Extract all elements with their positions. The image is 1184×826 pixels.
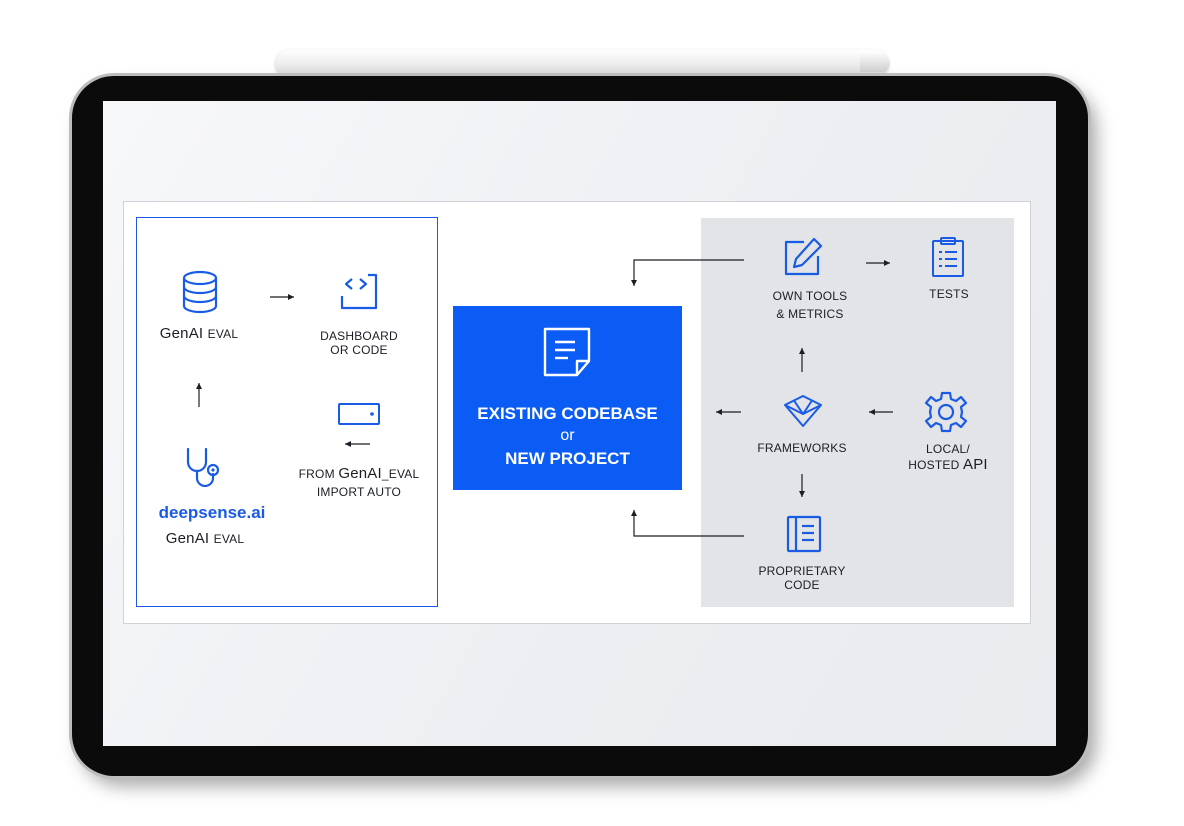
genai-eval-small-bottom: EVAL	[213, 532, 245, 546]
dashboard-line2: OR CODE	[330, 343, 388, 357]
genai-eval-small: EVAL	[207, 327, 239, 341]
import-main: GenAI	[338, 465, 382, 482]
codebase-line1: EXISTING CODEBASE	[477, 404, 658, 423]
frameworks-label: FRAMEWORKS	[757, 441, 847, 455]
genai-eval-label-top: GenAI EVAL	[159, 325, 239, 342]
stylus-tip	[860, 54, 890, 72]
import-auto-label: FROM GenAI_EVAL IMPORT AUTO	[298, 465, 420, 499]
genai-eval-label-bottom: GenAI EVAL	[165, 530, 245, 547]
book-icon	[786, 515, 822, 553]
dashboard-line1: DASHBOARD	[320, 329, 398, 343]
code-brackets-icon	[340, 273, 378, 310]
database-icon	[182, 270, 218, 314]
dashboard-label: DASHBOARD OR CODE	[320, 329, 398, 357]
genai-eval-main: GenAI	[159, 325, 204, 342]
local-api-prefix: HOSTED	[908, 458, 960, 472]
genai-eval-main-bottom: GenAI	[165, 530, 210, 547]
proprietary-label: PROPRIETARY CODE	[758, 564, 845, 592]
import-suffix: _EVAL	[381, 467, 420, 481]
tests-label: TESTS	[929, 287, 969, 301]
codebase-box	[453, 306, 682, 490]
own-tools-label: OWN TOOLS & METRICS	[773, 287, 848, 323]
codebase-line3: NEW PROJECT	[505, 449, 630, 468]
edit-icon	[784, 237, 823, 276]
gear-icon	[924, 391, 968, 433]
import-prefix: FROM	[298, 467, 335, 481]
document-icon	[543, 327, 591, 377]
device-icon	[338, 403, 380, 425]
proprietary-line2: CODE	[784, 578, 820, 592]
local-api-label: LOCAL/ HOSTED API	[908, 441, 988, 473]
arrow-proprietary-to-center	[631, 510, 744, 537]
clipboard-list-icon	[932, 237, 964, 277]
cube-icon	[784, 395, 822, 427]
local-api-main: API	[962, 456, 988, 473]
proprietary-line1: PROPRIETARY	[758, 564, 846, 578]
codebase-line2: or	[560, 427, 575, 444]
import-line2: IMPORT AUTO	[316, 485, 402, 499]
own-tools-line2: & METRICS	[776, 307, 844, 321]
stylus-pencil	[276, 50, 890, 76]
local-api-line1: LOCAL/	[926, 442, 970, 456]
deepsense-brand: deepsense.ai	[158, 503, 266, 522]
stethoscope-icon	[186, 447, 220, 488]
arrow-own-tools-to-center	[631, 259, 744, 286]
import-line1: FROM GenAI_EVAL	[298, 465, 420, 482]
local-api-line2: HOSTED API	[908, 457, 988, 473]
own-tools-line1: OWN TOOLS	[772, 289, 848, 303]
